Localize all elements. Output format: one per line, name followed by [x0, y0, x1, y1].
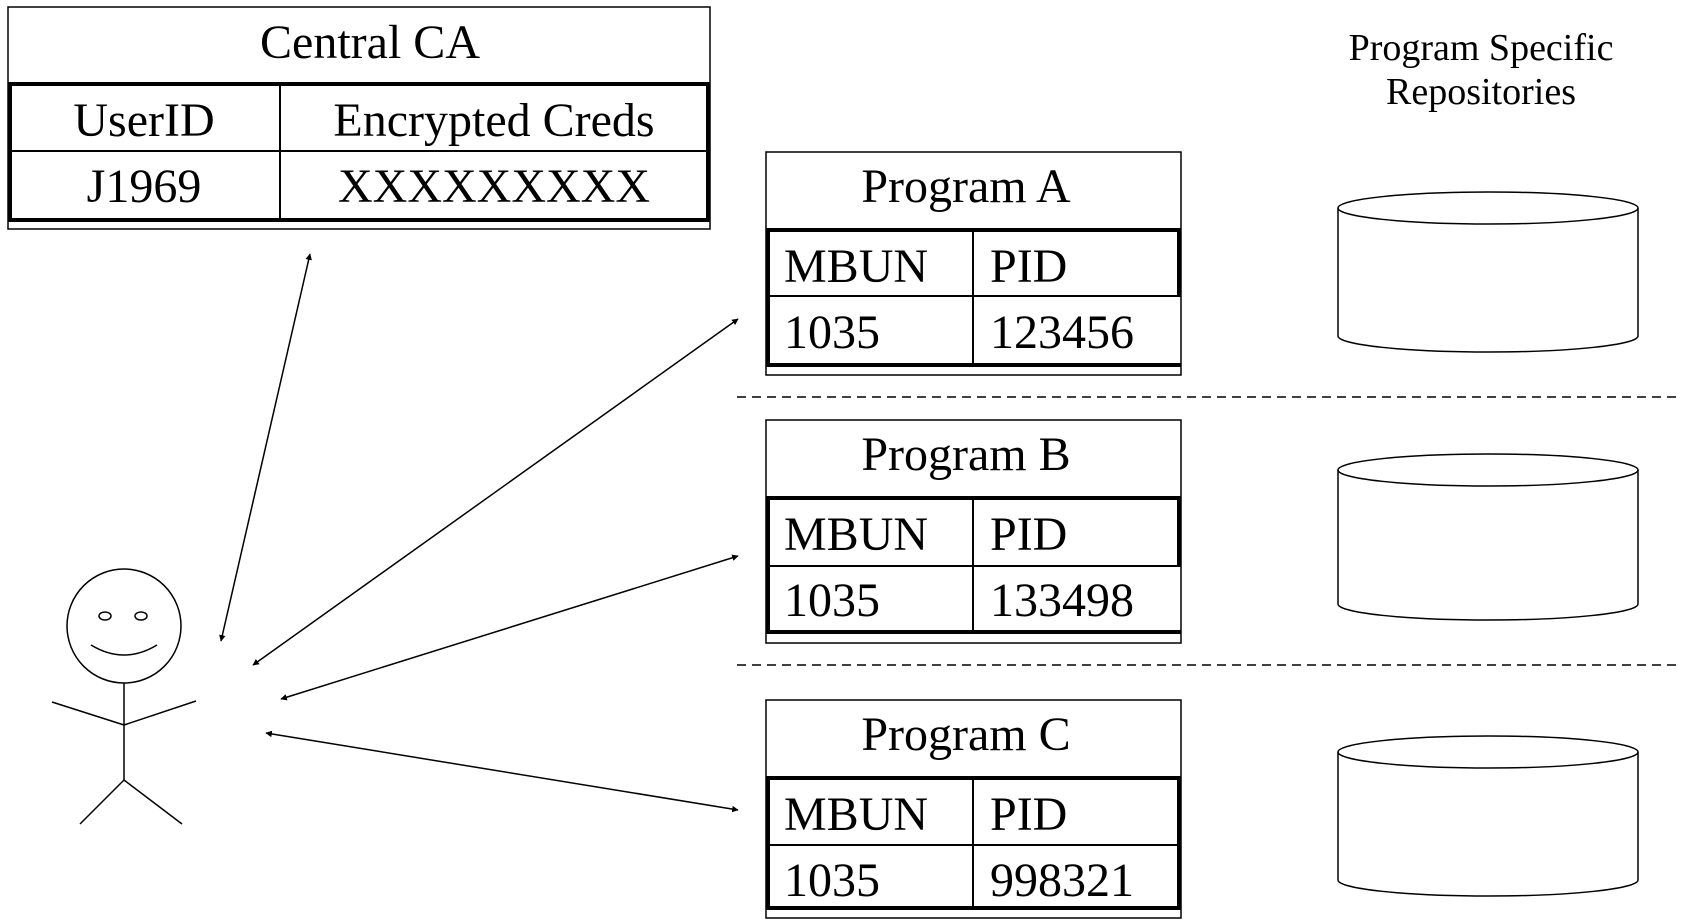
central-ca-cell-creds: XXXXXXXXX	[338, 160, 650, 213]
program-b-header-mbun: MBUN	[784, 508, 928, 561]
user-figure-icon	[51, 568, 197, 825]
program-a-table: Program A MBUN PID 1035 123456	[765, 151, 1182, 376]
arrow-user-to-central-ca	[219, 253, 312, 642]
program-b-header-pid: PID	[990, 508, 1067, 561]
program-b-cell-mbun: 1035	[784, 574, 880, 627]
arrow-user-to-program-b	[280, 554, 739, 701]
central-ca-table: Central CA UserID Encrypted Creds J1969 …	[7, 6, 711, 230]
program-a-header-mbun: MBUN	[784, 240, 928, 293]
program-a-cell-pid: 123456	[990, 306, 1134, 359]
arrow-user-to-program-a	[252, 318, 739, 666]
central-ca-cell-userid: J1969	[87, 160, 202, 213]
repository-cylinder-c-icon	[1337, 735, 1639, 897]
repositories-label-line2: Repositories	[1386, 71, 1576, 113]
program-b-table: Program B MBUN PID 1035 133498	[765, 419, 1182, 644]
program-c-header-pid: PID	[990, 788, 1067, 841]
central-ca-title: Central CA	[260, 16, 480, 69]
repository-cylinder-b-icon	[1337, 453, 1639, 621]
repositories-label-line1: Program Specific	[1349, 27, 1614, 69]
program-b-cell-pid: 133498	[990, 574, 1134, 627]
program-a-header-pid: PID	[990, 240, 1067, 293]
program-c-header-mbun: MBUN	[784, 788, 928, 841]
program-c-table: Program C MBUN PID 1035 998321	[765, 699, 1182, 919]
program-c-title: Program C	[861, 708, 1070, 761]
central-ca-header-creds: Encrypted Creds	[333, 94, 654, 147]
program-b-title: Program B	[861, 428, 1070, 481]
program-c-cell-pid: 998321	[990, 854, 1134, 907]
program-a-cell-mbun: 1035	[784, 306, 880, 359]
program-a-title: Program A	[861, 160, 1071, 213]
arrow-user-to-program-c	[265, 730, 739, 813]
repository-cylinder-a-icon	[1337, 191, 1639, 353]
central-ca-header-userid: UserID	[73, 94, 214, 147]
program-c-cell-mbun: 1035	[784, 854, 880, 907]
